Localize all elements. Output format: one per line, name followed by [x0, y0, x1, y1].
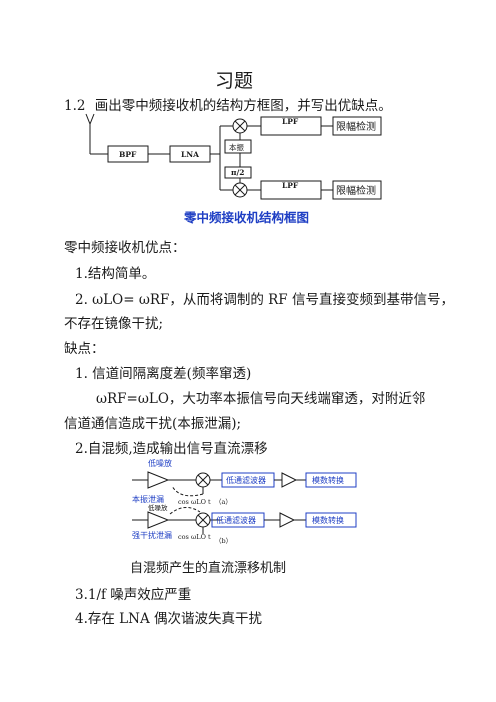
- question-line: 1.2 画出零中频接收机的结构方框图，并写出优缺点。: [64, 94, 392, 114]
- label-lna: 低噪放: [148, 458, 172, 468]
- label-lpf-bottom: 低通滤波器: [216, 515, 256, 525]
- disadvantages-heading: 缺点：: [64, 341, 105, 357]
- disadvantage-3: 3.1/f 噪声效应严重: [75, 587, 192, 603]
- block-lpf-bottom: LPF: [282, 181, 299, 190]
- block-limiter-top: 限幅检测: [336, 120, 376, 133]
- page-title: 习题: [215, 70, 254, 92]
- disadvantage-4: 4.存在 LNA 偶次谐波失真干扰: [75, 611, 262, 627]
- disadvantage-1-title: 1. 信道间隔离度差(频率窜透): [75, 366, 252, 382]
- label-lpf-top: 低通滤波器: [226, 475, 266, 485]
- diagram2-caption: 自混频产生的直流漂移机制: [130, 561, 287, 576]
- self-mixing-diagram: 低噪放 低通滤波器 模数转换 本振泄漏 低通滤波器 模数转换 强干扰泄漏 cos…: [132, 458, 357, 545]
- label-cos-top: cos ωLO t: [178, 498, 211, 506]
- block-lpf-top: LPF: [282, 117, 299, 126]
- question-number: 1.2: [64, 98, 86, 114]
- label-lo-leak: 本振泄漏: [132, 494, 164, 504]
- label-adc-top: 模数转换: [312, 475, 344, 485]
- label-sub-a: （a）: [215, 498, 232, 506]
- block-phase: π/2: [231, 168, 244, 177]
- disadvantage-1-line2: 信道通信造成干扰(本振泄漏);: [64, 416, 242, 432]
- label-interferer-leak: 强干扰泄漏: [132, 530, 172, 540]
- disadvantage-1-line1: ωRF=ωLO，大功率本振信号向天线端窜透，对附近邻: [96, 391, 426, 407]
- label-cos-bottom: cos ωLO t: [178, 533, 211, 541]
- block-osc: 本振: [229, 142, 244, 152]
- advantages-heading: 零中频接收机优点：: [64, 240, 186, 256]
- disadvantage-2: 2.自混频,造成输出信号直流漂移: [75, 441, 268, 457]
- advantage-2-line1: 2. ωLO= ωRF，从而将调制的 RF 信号直接变频到基带信号，: [75, 292, 454, 308]
- label-small-lna: 低噪放: [148, 503, 168, 512]
- block-bpf: BPF: [119, 150, 137, 159]
- diagram1-caption: 零中频接收机结构框图: [184, 210, 310, 225]
- question-text: 画出零中频接收机的结构方框图，并写出优缺点。: [94, 98, 392, 114]
- label-sub-b: （b）: [215, 537, 232, 545]
- zero-if-block-diagram: BPF LNA LPF LPF 本振 π/2 限幅检测 限幅检测: [85, 113, 382, 200]
- advantage-1: 1.结构简单。: [75, 266, 156, 282]
- block-limiter-bottom: 限幅检测: [336, 184, 376, 197]
- label-adc-bottom: 模数转换: [312, 515, 344, 525]
- block-lna: LNA: [181, 150, 199, 159]
- advantage-2-line2: 不存在镜像干扰;: [64, 316, 164, 332]
